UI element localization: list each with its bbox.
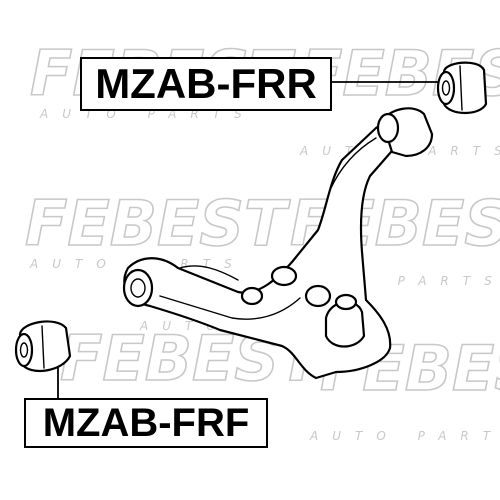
- bushing-front-face: [14, 332, 34, 368]
- arm-edge-upper: [329, 137, 377, 191]
- arm-edge: [179, 265, 239, 281]
- bushing-rear-body: [442, 61, 488, 115]
- arm-rear-bushing-end: [376, 112, 400, 144]
- bushing-rear-line: [459, 65, 463, 111]
- ball-joint-stud: [334, 293, 358, 311]
- bushing-rear-hole: [441, 80, 451, 96]
- control-arm: [122, 107, 434, 380]
- arm-front-bushing: [122, 268, 154, 308]
- bushing-front-hole: [19, 342, 29, 358]
- bushing-rear: [436, 61, 488, 115]
- arm-hole: [304, 284, 332, 308]
- part-label-front: MZAB-FRF: [24, 398, 268, 448]
- bushing-front-body: [18, 320, 72, 372]
- arm-hole: [240, 286, 264, 306]
- watermark-word: FEBEST: [25, 187, 291, 260]
- bushing-front-line: [41, 325, 45, 369]
- arm-rib: [159, 295, 301, 320]
- bushing-rear-face: [436, 70, 456, 106]
- arm-front-bushing-hole: [130, 278, 146, 298]
- bushing-front: [14, 320, 72, 372]
- part-label-rear: MZAB-FRR: [80, 57, 332, 111]
- watermark-sub: AUTO PARTS: [309, 429, 500, 443]
- arm-hole: [270, 265, 298, 287]
